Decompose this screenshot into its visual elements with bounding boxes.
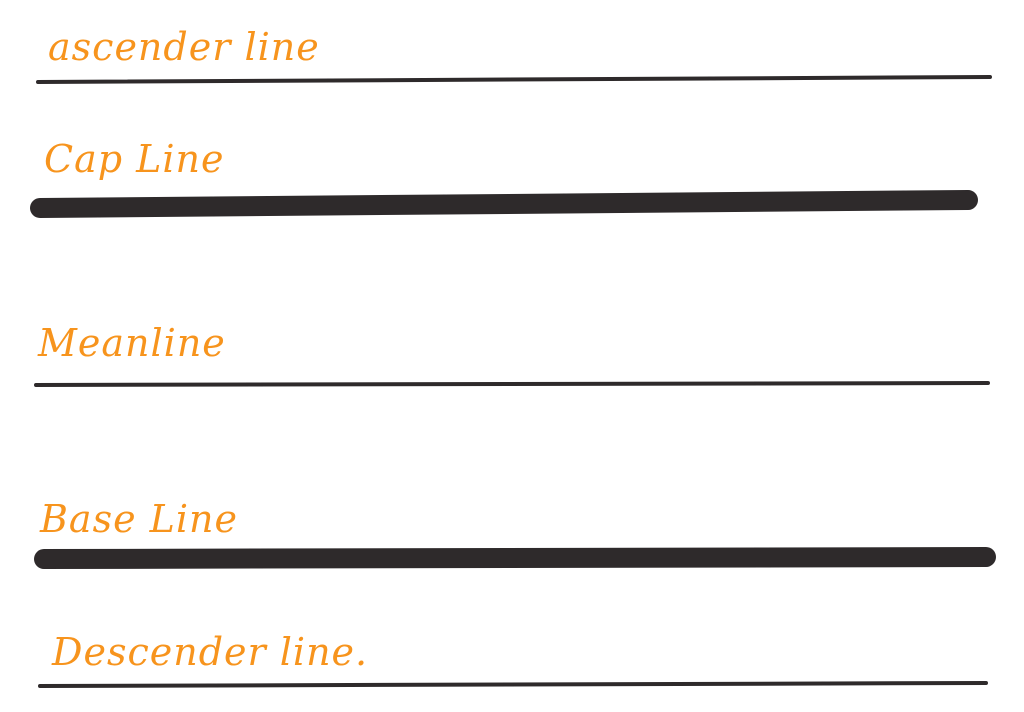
ascender-line-label: ascender line	[48, 25, 320, 69]
ascender-line	[36, 75, 992, 84]
meanline-label: Meanline	[37, 321, 226, 365]
descender-line	[38, 681, 988, 688]
base-line	[34, 547, 996, 569]
meanline	[34, 381, 990, 387]
descender-line-label: Descender line.	[51, 630, 368, 674]
cap-line	[30, 190, 978, 218]
base-line-label: Base Line	[39, 497, 238, 541]
cap-line-label: Cap Line	[44, 137, 224, 181]
